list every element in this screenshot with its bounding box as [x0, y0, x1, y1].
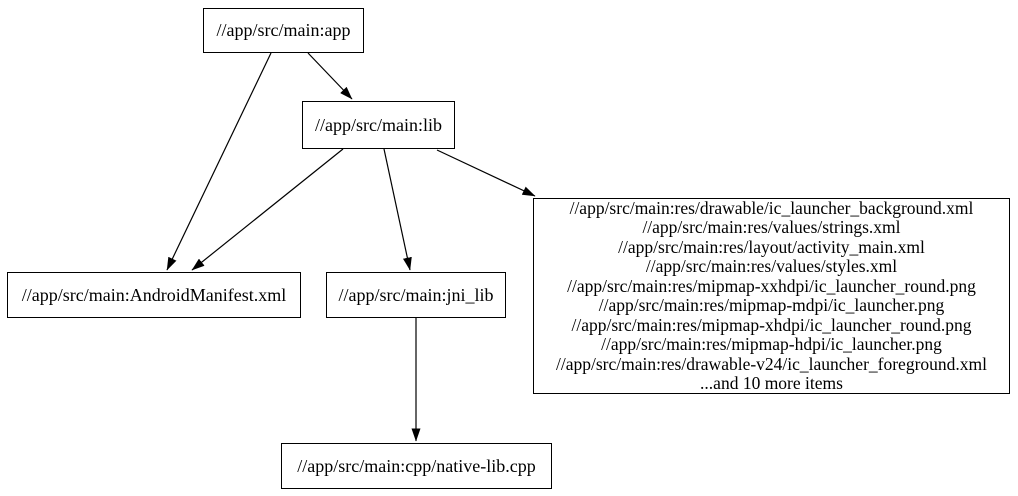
edge-lib-to-jni-lib [383, 148, 412, 271]
res-group-line: //app/src/main:res/mipmap-mdpi/ic_launch… [598, 295, 945, 315]
node-android-manifest: //app/src/main:AndroidManifest.xml [7, 272, 301, 318]
res-group-line: ...and 10 more items [700, 373, 843, 393]
node-android-manifest-label: //app/src/main:AndroidManifest.xml [21, 284, 287, 305]
edge-lib-to-res-group [436, 149, 536, 197]
res-group-line: //app/src/main:res/mipmap-xhdpi/ic_launc… [571, 314, 972, 335]
node-lib: //app/src/main:lib [302, 101, 455, 149]
res-group-line: //app/src/main:res/values/styles.xml [645, 256, 898, 276]
node-jni-lib: //app/src/main:jni_lib [326, 272, 506, 318]
edge-app-to-manifest [166, 52, 272, 271]
node-app: //app/src/main:app [203, 8, 364, 53]
res-group-line: //app/src/main:res/mipmap-xxhdpi/ic_laun… [567, 275, 976, 296]
node-native-lib: //app/src/main:cpp/native-lib.cpp [281, 443, 552, 489]
edge-app-to-lib [307, 52, 353, 100]
node-native-lib-label: //app/src/main:cpp/native-lib.cpp [297, 455, 536, 476]
node-lib-label: //app/src/main:lib [315, 114, 442, 135]
res-group-line: //app/src/main:res/mipmap-hdpi/ic_launch… [601, 334, 942, 354]
node-res-group-lines: //app/src/main:res/drawable/ic_launcher_… [555, 197, 988, 394]
edge-lib-to-manifest [191, 148, 344, 271]
res-group-line: //app/src/main:res/drawable/ic_launcher_… [569, 197, 974, 218]
node-jni-lib-label: //app/src/main:jni_lib [338, 284, 494, 305]
res-group-line: //app/src/main:res/values/strings.xml [642, 217, 901, 237]
res-group-line: //app/src/main:res/layout/activity_main.… [618, 236, 925, 257]
node-app-label: //app/src/main:app [216, 20, 351, 40]
node-res-group: //app/src/main:res/drawable/ic_launcher_… [533, 198, 1010, 394]
res-group-line: //app/src/main:res/drawable-v24/ic_launc… [555, 353, 988, 374]
